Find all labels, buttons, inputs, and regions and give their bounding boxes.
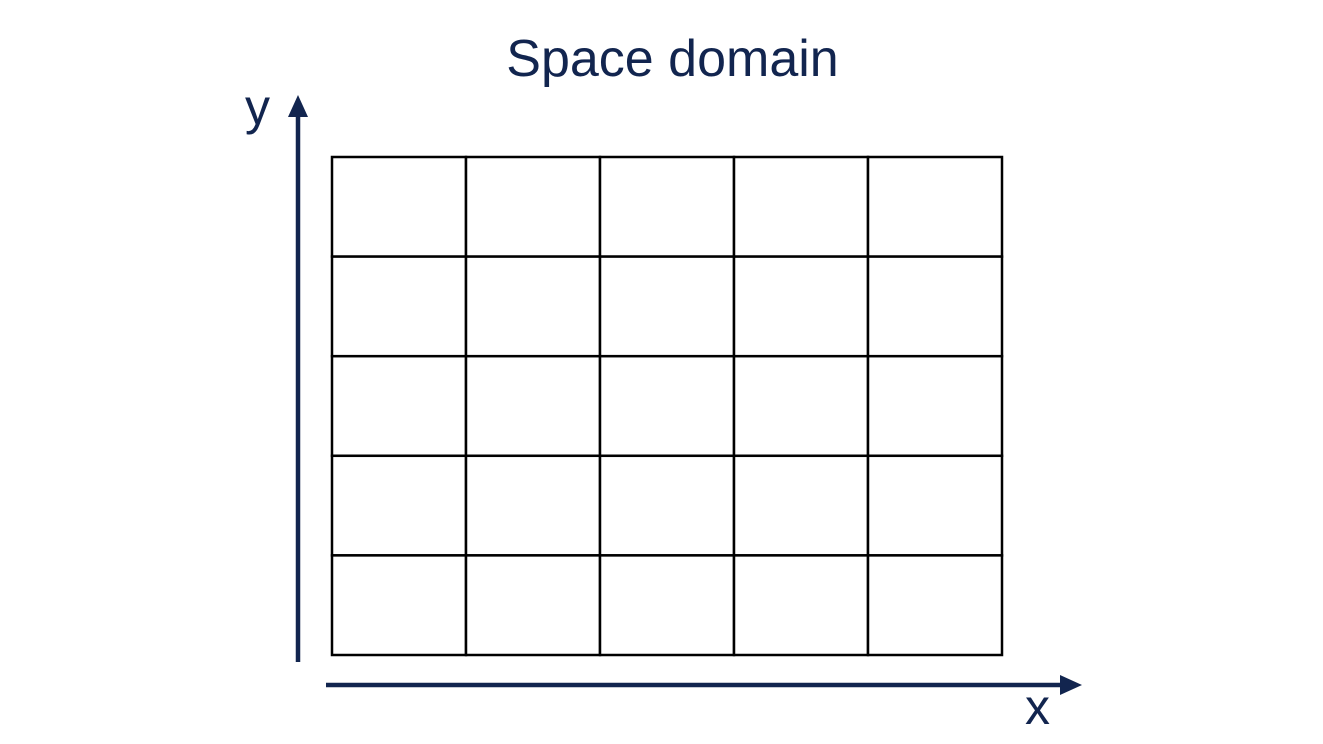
grid-cell bbox=[732, 454, 870, 557]
grid-cell bbox=[464, 155, 602, 258]
grid-cell bbox=[598, 155, 736, 258]
grid-cell bbox=[732, 255, 870, 358]
axes bbox=[288, 95, 1082, 695]
grid bbox=[330, 155, 1004, 657]
grid-cell bbox=[598, 255, 736, 358]
diagram-title: Space domain bbox=[506, 30, 839, 88]
grid-cell bbox=[464, 255, 602, 358]
grid-cell bbox=[464, 354, 602, 458]
x-axis-label: x bbox=[1025, 679, 1050, 735]
grid-cell bbox=[330, 155, 468, 258]
y-axis-arrowhead bbox=[288, 95, 308, 117]
grid-cell bbox=[330, 454, 468, 557]
grid-cell bbox=[732, 155, 870, 258]
grid-cell bbox=[464, 454, 602, 557]
grid-cell bbox=[330, 354, 468, 458]
grid-cell bbox=[866, 554, 1004, 657]
grid-cell bbox=[330, 255, 468, 358]
grid-cell bbox=[732, 554, 870, 657]
grid-cell bbox=[866, 155, 1004, 258]
grid-cell bbox=[598, 354, 736, 458]
x-axis-arrowhead bbox=[1060, 675, 1082, 695]
grid-cell bbox=[464, 554, 602, 657]
grid-cell bbox=[598, 554, 736, 657]
grid-cell bbox=[866, 255, 1004, 358]
grid-cell bbox=[732, 354, 870, 458]
grid-cell bbox=[866, 354, 1004, 458]
grid-cell bbox=[866, 454, 1004, 557]
grid-cell bbox=[598, 454, 736, 557]
y-axis-label: y bbox=[245, 79, 270, 135]
grid-cell bbox=[330, 554, 468, 657]
